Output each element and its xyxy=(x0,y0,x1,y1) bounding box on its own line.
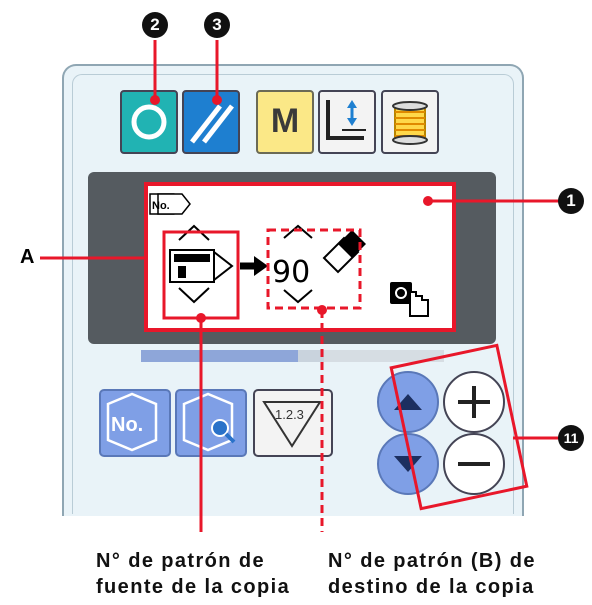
copy-arrow-icon xyxy=(240,256,268,276)
pattern-copy-icon xyxy=(149,193,191,215)
reset-key[interactable] xyxy=(182,90,240,154)
no-key-icon xyxy=(106,392,158,452)
operation-panel-inner xyxy=(72,74,514,514)
callout-label-a: A xyxy=(20,246,35,268)
bobbin-icon xyxy=(392,101,428,145)
callout-badge-3: 3 xyxy=(204,12,230,38)
callout-badge-2: 2 xyxy=(142,12,168,38)
status-bar-segment xyxy=(324,350,444,362)
bobbin-winder-key[interactable] xyxy=(381,90,439,154)
no-icon-label: No. xyxy=(152,200,170,212)
mode-key[interactable]: M xyxy=(256,90,314,154)
step-key xyxy=(253,389,333,457)
status-bar-segment xyxy=(141,350,298,362)
caption-source-line1: N° de patrón de xyxy=(96,550,266,572)
search-icon xyxy=(211,419,229,437)
dest-down-arrow xyxy=(283,289,313,304)
mode-key-label: M xyxy=(270,102,300,140)
dest-up-arrow xyxy=(283,224,313,239)
round-keys xyxy=(377,371,505,495)
presser-foot-icon xyxy=(326,100,366,140)
caption-source-line2: fuente de la copia xyxy=(96,576,291,598)
dest-pattern-number: 90 xyxy=(272,255,310,290)
caption-destination: N° de patrón (B) de destino de la copia xyxy=(328,548,536,600)
bottom-keys: No. 1.2.3 xyxy=(99,389,333,457)
reset-icon xyxy=(190,104,234,144)
source-pattern-icon xyxy=(169,224,234,304)
lcd-content: No. 90 xyxy=(149,193,429,320)
pattern-no-key xyxy=(99,389,171,457)
caption-dest-line2: destino de la copia xyxy=(328,576,535,598)
up-arrow-icon xyxy=(394,394,422,410)
ready-key[interactable] xyxy=(120,90,178,154)
caption-source: N° de patrón de fuente de la copia xyxy=(96,548,290,600)
pattern-search-key xyxy=(175,389,247,457)
callout-badge-11: 11 xyxy=(558,425,584,451)
down-arrow-icon xyxy=(394,456,422,472)
caption-dest-line1: N° de patrón (B) de xyxy=(328,550,536,572)
callout-badge-1: 1 xyxy=(558,188,584,214)
status-bar-segment xyxy=(298,350,324,362)
step-key-label: 1.2.3 xyxy=(275,407,304,422)
ready-icon xyxy=(131,104,167,140)
dest-highlight-box xyxy=(266,228,362,310)
step-icon xyxy=(262,401,322,448)
presser-foot-key[interactable] xyxy=(318,90,376,154)
write-key-icon xyxy=(390,282,429,317)
no-key-label: No. xyxy=(111,414,143,436)
